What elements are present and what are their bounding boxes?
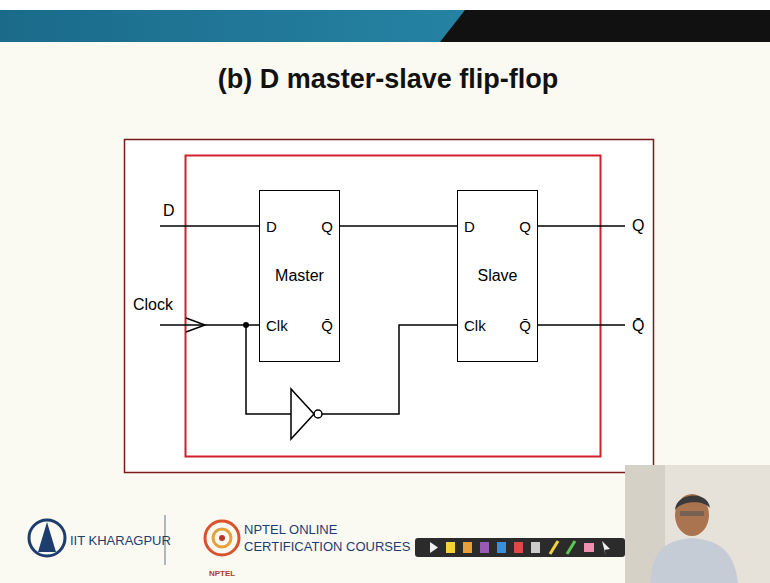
signal-name: Q̄ [632,317,644,335]
signal-wire [340,225,457,227]
flip-flop-block: D Q SlaveClk Q̄ [457,190,538,362]
pin-name: Q̄ [519,317,531,334]
slide-title: (b) D master-slave flip-flop [218,64,559,95]
institute-name: IIT KHARAGPUR [70,534,171,549]
logo-caption: NPTEL [209,569,235,578]
signal-name: Q [632,217,644,235]
block-name: Master [275,267,324,285]
signal-name: Clock [133,296,173,314]
course-banner: CERTIFICATION COURSES [244,540,410,555]
pin-name: D [266,218,277,235]
pin-name: Q̄ [321,317,333,334]
pin-name: Q [519,218,531,235]
flip-flop-block: D Q MasterClk Q̄ [259,190,340,362]
pin-name: D [464,218,475,235]
signal-name: D [163,202,175,220]
pin-name: Clk [464,317,486,334]
pin-name: Clk [266,317,288,334]
block-name: Slave [477,267,517,285]
pin-name: Q [321,218,333,235]
course-banner: NPTEL ONLINE [244,523,337,538]
